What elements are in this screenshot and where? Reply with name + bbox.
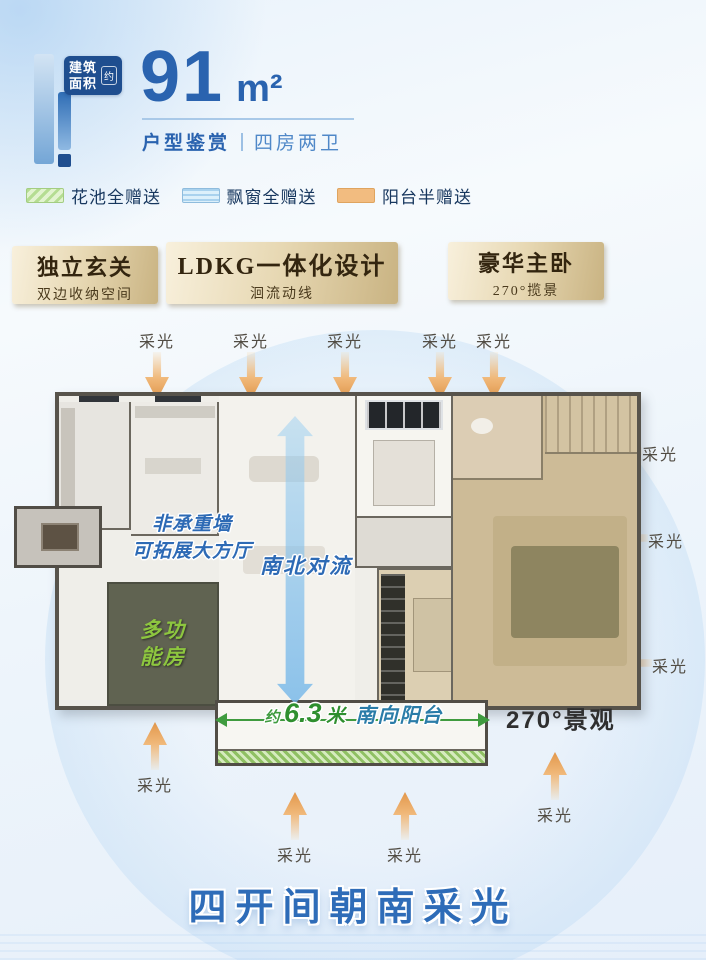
legend-label: 飘窗全赠送 xyxy=(226,188,317,207)
daylight-label: 采光 xyxy=(136,778,173,795)
measure-unit: 米 xyxy=(326,706,346,727)
legend-label: 花池全赠送 xyxy=(71,188,161,207)
measure-approx: 约 xyxy=(264,709,280,726)
area-value: 91 m² xyxy=(140,36,283,118)
south-balcony xyxy=(215,700,488,766)
master-bed xyxy=(511,546,619,638)
convection-label: 南北对流 xyxy=(260,555,352,578)
callout-title: 独立玄关 xyxy=(36,255,133,280)
non-bearing-line1: 非承重墙 xyxy=(151,514,232,535)
legend-label: 阳台半赠送 xyxy=(382,188,472,207)
subtitle-left: 户型鉴赏 xyxy=(142,133,231,154)
room-kitchen xyxy=(131,402,219,536)
measure-line-icon xyxy=(224,719,484,721)
legend: 花池全赠送 飘窗全赠送 阳台半赠送 xyxy=(26,183,472,208)
toilet xyxy=(471,418,493,434)
building-area-badge: 建筑 面积 约 xyxy=(64,56,123,96)
daylight-label: 采光 xyxy=(138,334,175,351)
callout-entry: 独立玄关 双边收纳空间 xyxy=(12,246,158,304)
callout-ldkg: LDKG一体化设计 洄流动线 xyxy=(166,242,398,304)
multifunction-label-line2: 能房 xyxy=(140,646,186,669)
entry-storage xyxy=(61,408,75,524)
callout-subtitle: 洄流动线 xyxy=(250,287,314,302)
area-unit: m² xyxy=(236,68,283,110)
daylight-label: 采光 xyxy=(641,447,678,464)
measure-suffix: 南向阳台 xyxy=(355,705,444,727)
balcony-railing xyxy=(218,749,485,751)
window-icon xyxy=(155,396,201,402)
room-master-suite xyxy=(451,396,637,706)
callout-title: 豪华主卧 xyxy=(477,251,574,276)
badge-line2: 面积 xyxy=(69,75,98,91)
daylight-label: 采光 xyxy=(276,848,313,865)
window-icon xyxy=(79,396,119,402)
badge-text: 建筑 面积 xyxy=(69,60,97,91)
room-multifunction: 多功 能房 xyxy=(107,582,219,706)
dining-table xyxy=(249,456,319,482)
daylight-label: 采光 xyxy=(536,808,573,825)
decor-bar-icon xyxy=(58,92,71,150)
daylight-label: 采光 xyxy=(386,848,423,865)
multifunction-label-line1: 多功 xyxy=(140,618,186,642)
flower-pool-strip xyxy=(218,751,485,763)
sofa xyxy=(243,546,325,574)
decor-square-icon xyxy=(58,154,71,167)
legend-item-balcony: 阳台半赠送 xyxy=(337,183,472,208)
master-closet xyxy=(545,396,637,454)
background-waves xyxy=(0,934,706,960)
non-bearing-wall-note: 非承重墙 可拓展大方厅 xyxy=(100,512,284,565)
footer-headline: 四开间朝南采光 xyxy=(188,887,518,929)
balcony-measure-label: 约 6.3 米 南向阳台 xyxy=(238,698,470,729)
badge-line1: 建筑 xyxy=(69,60,98,75)
callout-subtitle: 270°揽景 xyxy=(492,284,560,299)
subtitle-divider xyxy=(241,132,244,151)
bay-window-icon xyxy=(365,400,443,430)
legend-item-flower: 花池全赠送 xyxy=(26,183,161,208)
wardrobe xyxy=(381,574,405,700)
wall-art xyxy=(41,523,79,551)
area-number: 91 xyxy=(140,37,225,117)
callout-title: LDKG一体化设计 xyxy=(177,254,387,280)
master-bathroom xyxy=(453,396,543,480)
decor-bar-icon xyxy=(34,54,54,164)
flower-pool-swatch-icon xyxy=(26,188,64,203)
multifunction-room-label: 多功 能房 xyxy=(140,617,186,672)
measure-number: 6.3 xyxy=(284,698,322,728)
room-bathroom xyxy=(355,518,451,568)
bay-window-swatch-icon xyxy=(181,188,220,203)
daylight-label: 采光 xyxy=(326,334,363,351)
daylight-label: 采光 xyxy=(232,334,269,351)
callout-subtitle: 双边收纳空间 xyxy=(37,288,133,303)
daylight-label: 采光 xyxy=(651,659,688,676)
view-270-label: 270°景观 xyxy=(506,707,616,734)
header-subtitle: 户型鉴赏 四房两卫 xyxy=(142,118,354,155)
subtitle-right: 四房两卫 xyxy=(254,133,343,154)
kitchen-counter xyxy=(135,406,215,418)
bed xyxy=(373,440,435,506)
daylight-label: 采光 xyxy=(475,334,512,351)
balcony-swatch-icon xyxy=(337,188,375,203)
room-bedroom-2 xyxy=(355,396,451,518)
non-bearing-line2: 可拓展大方厅 xyxy=(131,540,252,562)
legend-item-baywindow: 飘窗全赠送 xyxy=(181,183,317,208)
daylight-label: 采光 xyxy=(647,534,684,551)
badge-approx: 约 xyxy=(101,66,118,86)
entry-porch xyxy=(14,506,102,568)
kitchen-island xyxy=(145,458,201,474)
daylight-label: 采光 xyxy=(421,334,458,351)
callout-master: 豪华主卧 270°揽景 xyxy=(448,242,604,300)
